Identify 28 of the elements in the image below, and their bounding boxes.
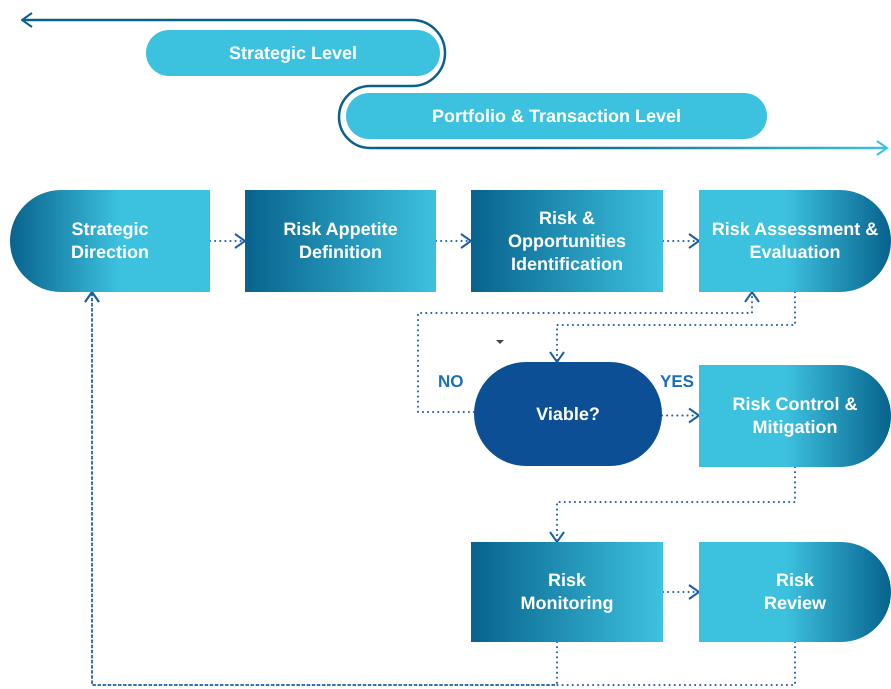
connector-arrow bbox=[549, 291, 796, 363]
connector-arrow bbox=[435, 233, 472, 249]
connector-arrow bbox=[662, 584, 700, 600]
node-label: Risk Monitoring bbox=[520, 569, 614, 615]
node-label: Strategic Level bbox=[228, 42, 358, 64]
node-label: Portfolio & Transaction Level bbox=[432, 104, 682, 128]
process-box bbox=[699, 542, 891, 642]
process-box bbox=[245, 190, 436, 292]
connector-arrow bbox=[84, 291, 796, 686]
start-box bbox=[10, 190, 210, 292]
node-label: Risk Control & Mitigation bbox=[731, 393, 858, 439]
connector-arrow bbox=[209, 233, 246, 249]
node-label: Strategic Direction bbox=[70, 218, 150, 264]
node-label: Risk & Opportunities Identification bbox=[507, 206, 627, 276]
level-pill bbox=[146, 30, 440, 76]
process-box bbox=[471, 542, 663, 642]
connector-arrow bbox=[662, 233, 700, 249]
node-label: Viable? bbox=[536, 402, 600, 426]
process-box bbox=[699, 190, 891, 292]
level-pill bbox=[346, 93, 767, 139]
node-label: Risk Review bbox=[762, 569, 828, 615]
node-label: Risk Appetite Definition bbox=[282, 218, 399, 264]
process-box bbox=[471, 190, 663, 292]
node-label: Risk Assessment & Evaluation bbox=[710, 218, 880, 264]
connector-arrow bbox=[549, 466, 796, 543]
process-box bbox=[699, 365, 891, 467]
connector-arrow bbox=[417, 291, 760, 413]
connector-arrow bbox=[661, 408, 700, 424]
